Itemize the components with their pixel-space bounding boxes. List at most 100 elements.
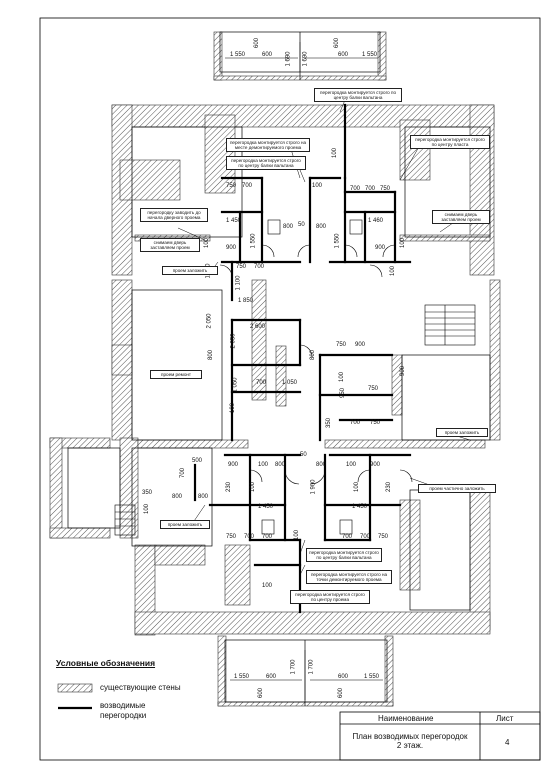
door-swings <box>219 244 413 485</box>
dim-label: 2 050 <box>206 313 213 329</box>
note-center-top: перегородка монтируется строго на месте … <box>226 138 310 152</box>
dim-label: 1 450 <box>352 504 368 510</box>
dim-label: 750 <box>226 183 237 189</box>
note-left-close: снимаем дверь заставляем проем <box>140 238 200 252</box>
note-left-mid: проем ремонт <box>150 370 202 379</box>
dim-label: 950 <box>340 387 347 399</box>
dim-label: 750 <box>236 264 247 270</box>
dim-label: 700 <box>342 534 353 540</box>
note-top-center: перегородка монтируется строго по центру… <box>314 88 402 102</box>
dim-label: 100 <box>312 183 323 189</box>
dim-label: 700 <box>262 534 273 540</box>
dim-label: 750 <box>368 386 379 392</box>
dim-label: 900 <box>355 342 366 348</box>
dim-label: 1 460 <box>368 218 384 224</box>
dim-label: 600 <box>338 674 349 680</box>
title-block-title: План возводимых перегородок 2 этаж. <box>342 732 478 750</box>
dim-label: 750 <box>370 420 381 426</box>
dim-label: 1 690 <box>285 51 292 67</box>
dim-label: 1 550 <box>230 52 246 58</box>
dim-label: 230 <box>386 481 393 493</box>
dim-label: 1 100 <box>235 275 242 291</box>
dim-label: 100 <box>230 402 237 414</box>
note-center-beam: перегородка монтируется строго по центру… <box>226 156 306 170</box>
new-partitions <box>193 103 412 614</box>
dim-label: 700 <box>256 380 267 386</box>
dim-label: 900 <box>226 245 237 251</box>
legend-existing-walls-swatch <box>57 683 93 693</box>
legend-partitions-label-2: перегородки <box>100 711 147 720</box>
dim-label: 100 <box>339 371 346 383</box>
dim-label: 800 <box>172 494 183 500</box>
dim-label: 900 <box>400 365 407 377</box>
dim-label: 350 <box>326 417 333 429</box>
dim-label: 800 <box>316 224 327 230</box>
dim-label: 100 <box>400 237 407 249</box>
note-right-close: снимаем дверь заставляем проем <box>432 210 490 224</box>
dim-label: 100 <box>332 147 339 159</box>
dim-label: 1 550 <box>364 674 380 680</box>
dim-label: 1 550 <box>334 233 341 249</box>
title-block-title-line2: 2 этаж. <box>396 741 424 750</box>
dim-label: 100 <box>354 481 361 493</box>
dim-label: 600 <box>266 674 277 680</box>
dim-label: 750 <box>380 186 391 192</box>
title-block-sheet-number: 4 <box>505 738 510 747</box>
dim-label: 1 700 <box>308 659 315 675</box>
dim-label: 900 <box>228 462 239 468</box>
dim-label: 800 <box>198 494 209 500</box>
dim-label: 230 <box>226 481 233 493</box>
dim-label: 100 <box>250 481 257 493</box>
dim-label: 1 050 <box>282 380 298 386</box>
dim-label: 100 <box>390 265 397 277</box>
dim-label: 700 <box>360 534 371 540</box>
note-right-partial: проем частично заложить <box>418 484 496 493</box>
title-block-title-line1: План возводимых перегородок <box>352 732 468 741</box>
note-bottom-beam1: перегородка монтируется строго по центру… <box>306 548 382 562</box>
dim-label: 750 <box>336 342 347 348</box>
dim-label: 800 <box>283 224 294 230</box>
note-right-mid: проем заложить <box>436 428 488 437</box>
note-left-open: проем заложить <box>162 266 218 275</box>
dim-label: 2 050 <box>230 333 237 349</box>
dim-label: 800 <box>275 462 286 468</box>
dim-label: 700 <box>350 186 361 192</box>
dim-label: 100 <box>204 237 211 249</box>
dim-label: 600 <box>254 37 261 49</box>
dim-label: 100 <box>144 503 151 515</box>
dim-label: 1 700 <box>290 659 297 675</box>
dim-label: 750 <box>378 534 389 540</box>
title-block-frame <box>339 711 541 761</box>
dim-label: 600 <box>258 687 265 699</box>
dim-label: 600 <box>338 687 345 699</box>
title-block-sheet-header: Лист <box>496 714 514 723</box>
dim-label: 100 <box>294 529 301 541</box>
dim-label: 700 <box>244 534 255 540</box>
dim-label: 800 <box>310 349 317 361</box>
dim-label: 1 450 <box>258 504 274 510</box>
dim-label: 800 <box>208 349 215 361</box>
dim-label: 100 <box>346 462 357 468</box>
dim-label: 1 550 <box>234 674 250 680</box>
legend-partitions-label-1: возводимые <box>100 701 146 710</box>
dim-label: 700 <box>350 420 361 426</box>
dim-label: 1 690 <box>302 51 309 67</box>
title-block-name-header: Наименование <box>378 714 434 723</box>
dim-label: 350 <box>142 490 153 496</box>
dim-label: 700 <box>365 186 376 192</box>
dim-label: 1 550 <box>250 233 257 249</box>
fixtures <box>261 219 363 535</box>
legend-existing-walls-label: существующие стены <box>100 683 181 692</box>
sheet-frame <box>39 17 541 761</box>
dim-label: 1 550 <box>362 52 378 58</box>
dimension-lines <box>225 42 383 700</box>
dim-label: 800 <box>316 462 327 468</box>
dim-label: 900 <box>370 462 381 468</box>
dim-label: 600 <box>262 52 273 58</box>
dim-label: 700 <box>242 183 253 189</box>
note-bottom-beam3: перегородка монтируется строго по центру… <box>290 590 370 604</box>
dim-label: 600 <box>334 37 341 49</box>
dim-label: 1 050 <box>232 377 239 393</box>
dim-label: 700 <box>254 264 265 270</box>
